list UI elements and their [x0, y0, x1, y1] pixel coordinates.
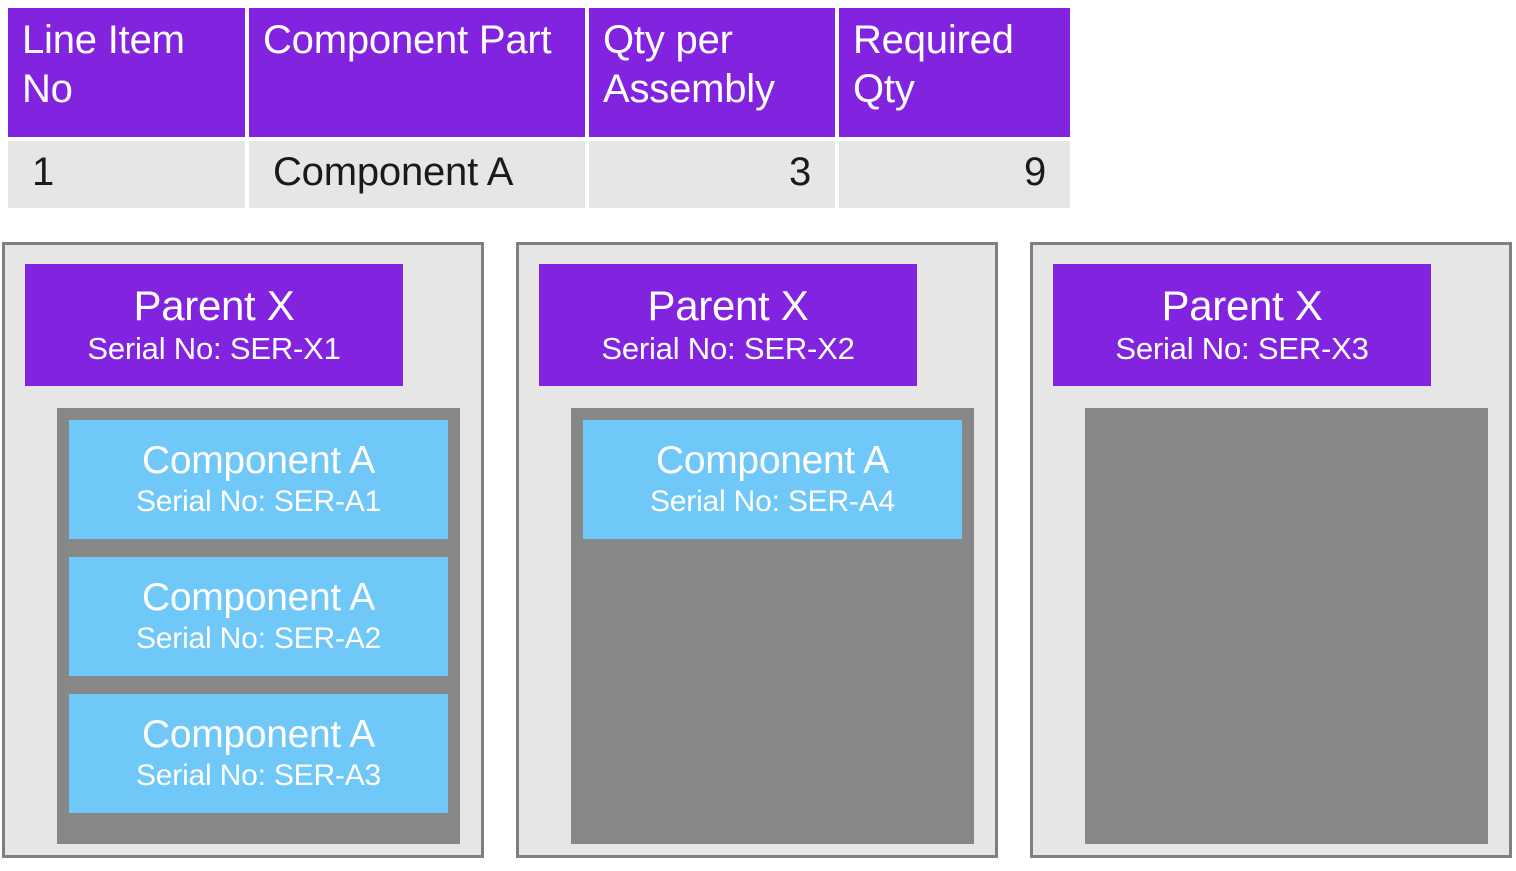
bom-table: Line Item No Component Part Qty per Asse… [8, 8, 1070, 208]
component-serial: Serial No: SER-A2 [135, 621, 382, 655]
parent-title: Parent X [133, 281, 295, 329]
component-serial: Serial No: SER-A3 [135, 758, 382, 792]
column-header-qty-per-assembly: Qty per Assembly [589, 8, 835, 137]
parent-badge: Parent X Serial No: SER-X2 [539, 264, 917, 386]
component-slot-container: Component A Serial No: SER-A4 [571, 408, 974, 844]
parent-badge: Parent X Serial No: SER-X1 [25, 264, 403, 386]
component-box: Component A Serial No: SER-A3 [69, 694, 448, 813]
component-box: Component A Serial No: SER-A1 [69, 420, 448, 539]
column-header-required-qty: Required Qty [839, 8, 1070, 137]
parent-card-ser-x3: Parent X Serial No: SER-X3 [1030, 242, 1512, 858]
parent-card-ser-x1: Parent X Serial No: SER-X1 Component A S… [2, 242, 484, 858]
parent-badge: Parent X Serial No: SER-X3 [1053, 264, 1431, 386]
parent-cards-container: Parent X Serial No: SER-X1 Component A S… [2, 242, 1514, 858]
component-title: Component A [655, 438, 890, 482]
bom-table-header-row: Line Item No Component Part Qty per Asse… [8, 8, 1070, 137]
component-slot-container [1085, 408, 1488, 844]
component-title: Component A [141, 438, 376, 482]
column-header-component-part: Component Part [249, 8, 585, 137]
parent-card-ser-x2: Parent X Serial No: SER-X2 Component A S… [516, 242, 998, 858]
cell-component-part: Component A [249, 141, 585, 208]
column-header-line-item-no: Line Item No [8, 8, 245, 137]
component-slot-container: Component A Serial No: SER-A1 Component … [57, 408, 460, 844]
cell-required-qty: 9 [839, 141, 1070, 208]
component-title: Component A [141, 575, 376, 619]
parent-serial: Serial No: SER-X1 [87, 330, 341, 366]
table-row: 1 Component A 3 9 [8, 141, 1070, 208]
parent-title: Parent X [1161, 281, 1323, 329]
parent-serial: Serial No: SER-X3 [1115, 330, 1369, 366]
cell-qty-per-assembly: 3 [589, 141, 835, 208]
component-title: Component A [141, 712, 376, 756]
component-serial: Serial No: SER-A1 [135, 484, 382, 518]
component-box: Component A Serial No: SER-A4 [583, 420, 962, 539]
parent-title: Parent X [647, 281, 809, 329]
component-serial: Serial No: SER-A4 [649, 484, 896, 518]
cell-line-item-no: 1 [8, 141, 245, 208]
component-box: Component A Serial No: SER-A2 [69, 557, 448, 676]
parent-serial: Serial No: SER-X2 [601, 330, 855, 366]
